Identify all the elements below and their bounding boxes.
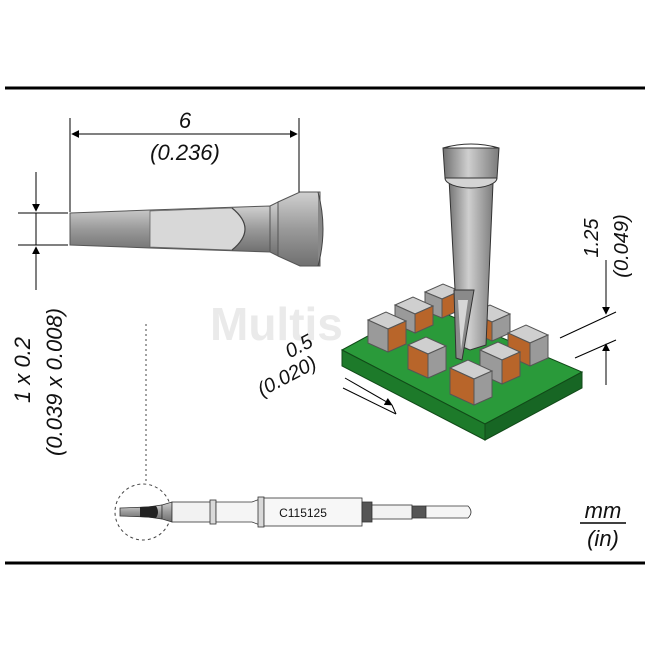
height-mm-label: 1.25 (581, 218, 603, 258)
length-mm-label: 6 (179, 108, 192, 133)
unit-in-label: (in) (587, 526, 619, 551)
smd-component (448, 359, 494, 406)
unit-mm-label: mm (585, 498, 622, 523)
smd-component (366, 311, 408, 353)
soldering-tip (442, 143, 500, 361)
tip-width-dimension: 1 x 0.2 (0.039 x 0.008) (10, 172, 68, 456)
smd-component (406, 336, 448, 379)
tip-side-view (69, 191, 324, 267)
height-dimension: 1.25 (0.049) (559, 214, 633, 385)
length-in-label: (0.236) (150, 140, 220, 165)
tip-mm-label: 1 x 0.2 (10, 337, 35, 403)
gap-in-label: (0.020) (254, 352, 320, 401)
full-tip-view: C115125 (114, 483, 472, 541)
length-dimension: 6 (0.236) (69, 108, 300, 212)
tip-in-label: (0.039 x 0.008) (42, 308, 67, 456)
watermark: Multis (210, 298, 343, 350)
pcb-illustration: 1.25 (0.049) 0.5 (0.020) (254, 143, 633, 441)
height-in-label: (0.049) (611, 214, 633, 277)
part-number-label: C115125 (279, 506, 327, 520)
units-legend: mm (in) (580, 498, 626, 551)
